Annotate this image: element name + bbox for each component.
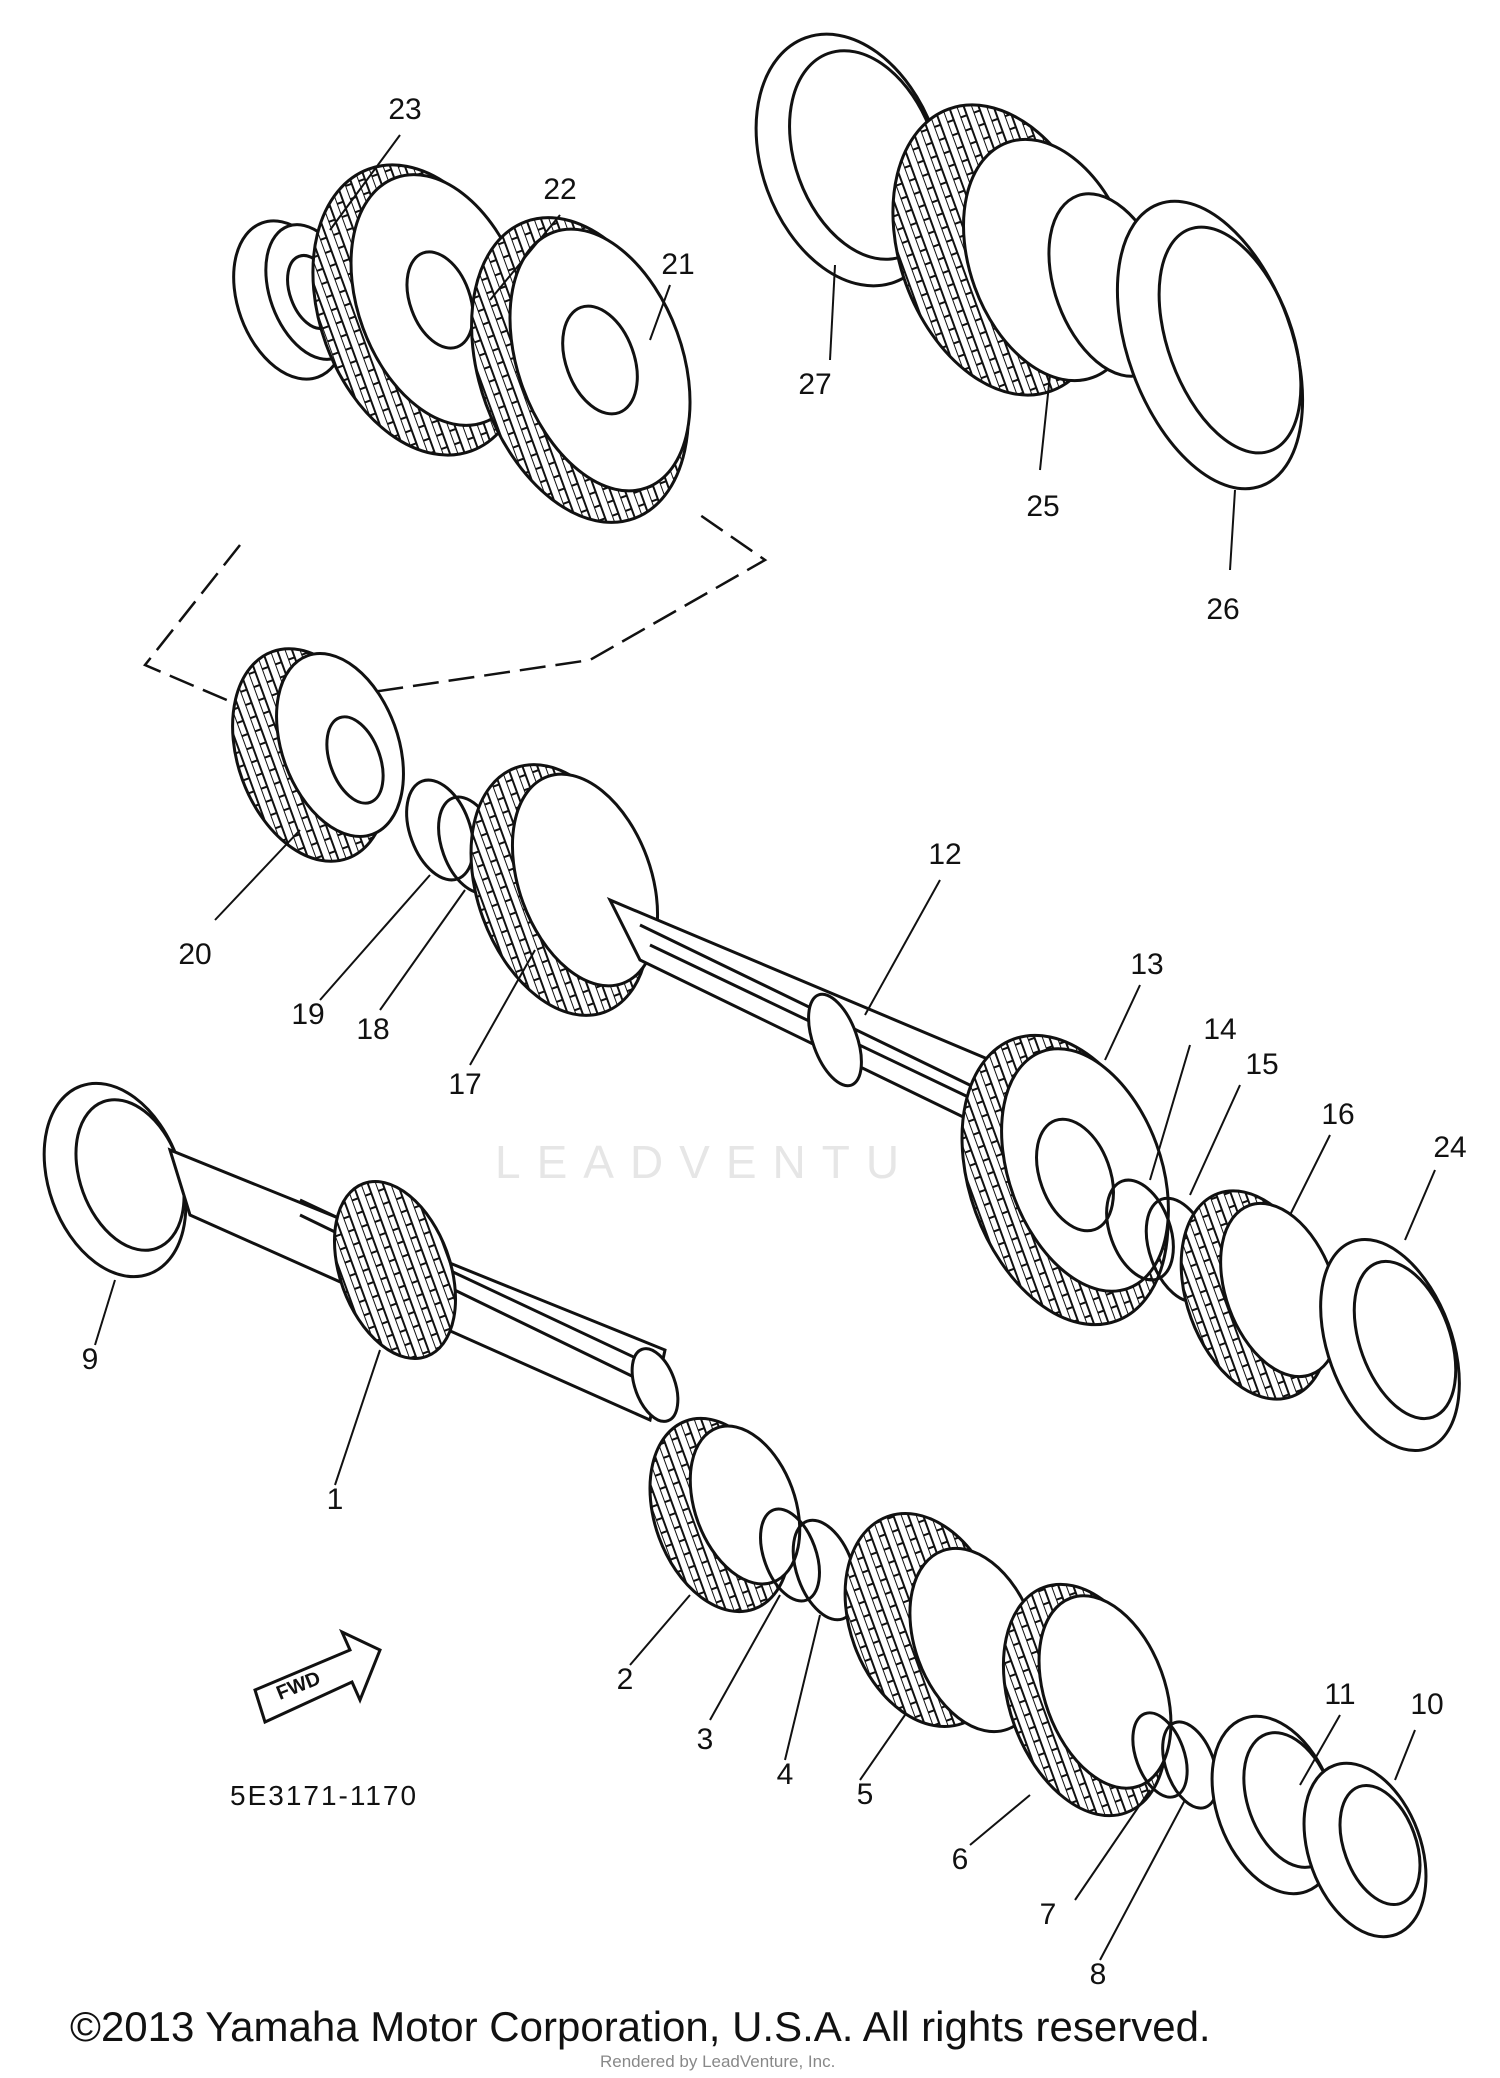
gear-20 (231, 647, 405, 863)
seal-10 (1302, 1761, 1428, 1939)
part-label-22: 22 (543, 173, 577, 206)
part-label-17: 17 (448, 1068, 482, 1101)
main-shaft-1 (167, 1147, 680, 1423)
gear-6 (1001, 1582, 1173, 1818)
part-label-15: 15 (1245, 1048, 1279, 1081)
part-label-12: 12 (928, 838, 962, 871)
gear-17 (469, 763, 660, 1017)
leader-lines (94, 134, 1436, 1961)
part-label-3: 3 (696, 1723, 714, 1756)
part-label-7: 7 (1039, 1898, 1057, 1931)
bearing-26 (1115, 199, 1305, 491)
part-label-25: 25 (1026, 490, 1060, 523)
part-label-14: 14 (1203, 1013, 1237, 1046)
part-label-2: 2 (616, 1663, 634, 1696)
watermark: LEADVENTU (495, 1136, 916, 1188)
part-label-11: 11 (1324, 1678, 1356, 1711)
part-label-1: 1 (326, 1483, 344, 1516)
render-credit: Rendered by LeadVenture, Inc. (600, 2052, 836, 2071)
assembly-dashed-line (143, 513, 768, 712)
part-label-13: 13 (1130, 948, 1164, 981)
part-label-20: 20 (178, 938, 212, 971)
washer-3 (759, 1507, 821, 1603)
part-label-27: 27 (798, 368, 832, 401)
bearing-24 (1319, 1237, 1461, 1453)
washer-7 (1131, 1711, 1189, 1799)
gear-sleeve-25 (891, 103, 1173, 397)
part-label-5: 5 (856, 1778, 874, 1811)
part-label-9: 9 (81, 1343, 99, 1376)
shaft-12 (606, 897, 992, 1133)
fwd-arrow-icon (253, 1628, 382, 1725)
diagram-code: 5E3171-1170 (230, 1780, 419, 1811)
part-label-23: 23 (388, 93, 422, 126)
gear-16 (1179, 1189, 1341, 1401)
part-label-4: 4 (776, 1758, 794, 1791)
part-label-21: 21 (661, 248, 695, 281)
gear-21 (470, 216, 692, 524)
part-label-26: 26 (1206, 593, 1240, 626)
part-label-10: 10 (1410, 1688, 1444, 1721)
part-label-16: 16 (1321, 1098, 1355, 1131)
copyright-notice: ©2013 Yamaha Motor Corporation, U.S.A. A… (70, 2003, 1211, 2050)
part-label-6: 6 (951, 1843, 969, 1876)
part-label-24: 24 (1433, 1131, 1467, 1164)
gear-2 (648, 1416, 802, 1614)
part-label-8: 8 (1089, 1958, 1107, 1991)
part-label-18: 18 (356, 1013, 390, 1046)
circlip-14 (1105, 1178, 1175, 1282)
circlip-8 (1161, 1720, 1219, 1810)
part-label-19: 19 (291, 998, 325, 1031)
